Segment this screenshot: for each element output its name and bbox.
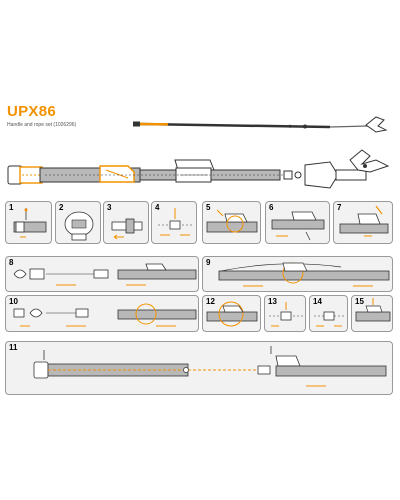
step-number: 9 <box>206 258 211 267</box>
step-illustration <box>269 302 303 327</box>
step-illustration <box>355 298 391 322</box>
step-illustration <box>158 208 192 236</box>
step-number: 14 <box>313 297 322 306</box>
step-number: 5 <box>206 203 211 212</box>
step-panel: 3 <box>103 201 149 244</box>
step-illustration <box>218 262 390 287</box>
step-panel: 1 <box>5 201 52 244</box>
step-illustration <box>339 205 389 237</box>
step-panel: 7 <box>333 201 393 244</box>
step-number: 15 <box>355 297 364 306</box>
step-illustration <box>111 218 143 240</box>
step-illustration <box>13 208 47 238</box>
step-number: 4 <box>155 203 160 212</box>
step-panel: 9 <box>202 256 393 292</box>
step-panel: 13 <box>264 295 306 332</box>
step-panel: 5 <box>202 201 261 244</box>
step-illustration <box>271 211 325 241</box>
step-illustration <box>64 211 94 241</box>
step-number: 8 <box>9 258 14 267</box>
step-panel: 2 <box>55 201 101 244</box>
step-number: 10 <box>9 297 18 306</box>
step-illustration <box>13 263 197 286</box>
product-title: UPX86 <box>7 103 57 120</box>
step-panel: 11 <box>5 341 393 395</box>
step-number: 2 <box>59 203 64 212</box>
step-panel: 4 <box>151 201 197 244</box>
step-panel: 8 <box>5 256 199 292</box>
step-panel: 12 <box>202 295 261 332</box>
step-panel: 15 <box>351 295 393 332</box>
step-illustration <box>314 311 346 327</box>
step-number: 13 <box>268 297 277 306</box>
step-number: 6 <box>269 203 274 212</box>
step-panel: 14 <box>309 295 348 332</box>
step-panel: 6 <box>265 201 330 244</box>
step-illustration <box>33 346 387 387</box>
step-number: 7 <box>337 203 342 212</box>
step-panel: 10 <box>5 295 199 332</box>
product-subtitle: Handle and rope set (1026296) <box>7 122 77 128</box>
step-number: 12 <box>206 297 215 306</box>
step-number: 1 <box>9 203 14 212</box>
step-illustration <box>206 301 258 327</box>
step-illustration <box>13 303 197 327</box>
step-number: 11 <box>9 343 18 352</box>
step-number: 3 <box>107 203 112 212</box>
step-illustration <box>206 209 258 233</box>
